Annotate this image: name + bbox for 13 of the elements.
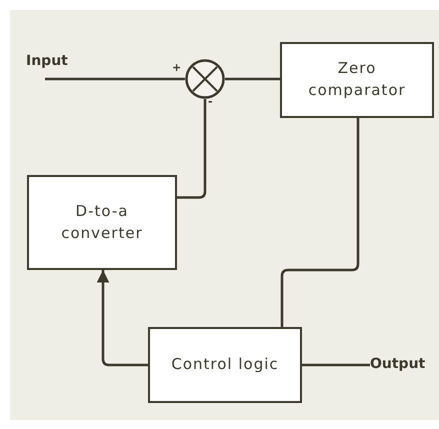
connector-line [225, 78, 280, 80]
connector-line [45, 78, 185, 80]
block-box: D-to-a converter [27, 175, 177, 270]
block-box: Zero comparator [280, 42, 434, 118]
io-label: Output [370, 354, 430, 374]
connector-line [177, 99, 206, 199]
sign-label: - [208, 96, 213, 107]
block-box: Control logic [148, 327, 302, 403]
connector-line [280, 118, 360, 327]
connector-line [302, 364, 370, 366]
sign-label: + [172, 62, 182, 73]
io-label: Input [26, 54, 74, 79]
arrow [96, 270, 148, 366]
